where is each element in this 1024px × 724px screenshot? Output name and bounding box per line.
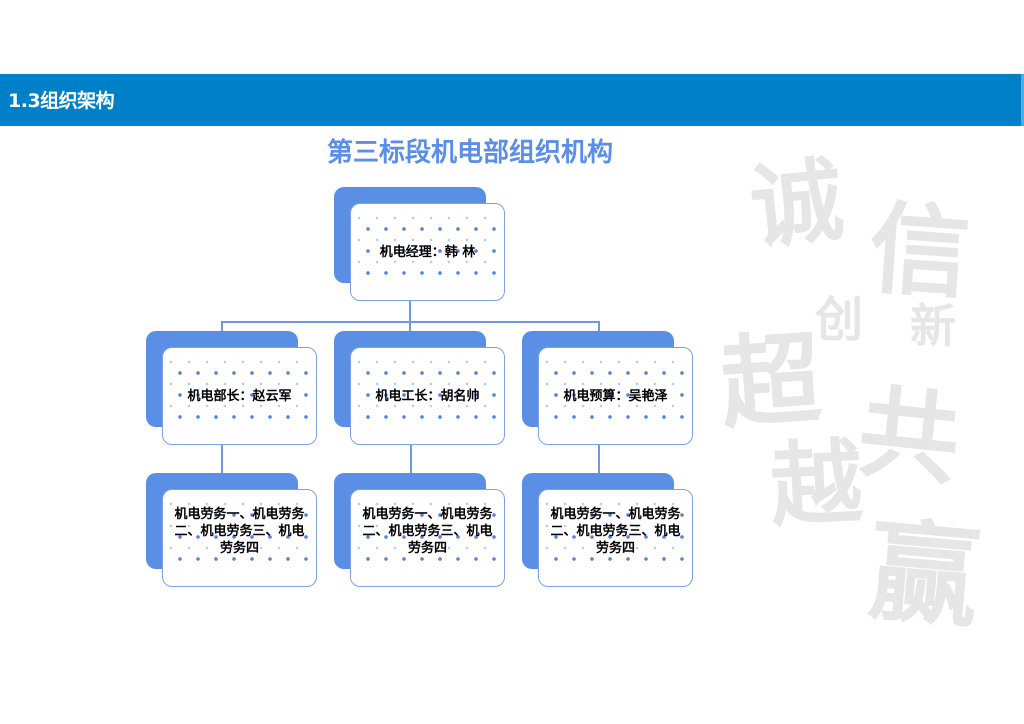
node-label: 机电部长：赵云军 [187, 388, 292, 404]
org-chart-title: 第三标段机电部组织机构 [326, 138, 613, 168]
connector-to-col2 [409, 321, 411, 333]
node-front-box: 机电工长：胡名帅 [350, 347, 505, 445]
section-header-bar: 1.3组织架构 [0, 74, 1024, 126]
watermark-char: 创 [815, 292, 864, 348]
node-front-box: 机电预算：吴艳泽 [538, 347, 693, 445]
node-label: 机电预算：吴艳泽 [563, 388, 668, 404]
watermark-char: 越 [767, 427, 866, 541]
connector-root-down [409, 300, 411, 322]
watermark-char: 新 [910, 299, 956, 353]
watermark-char: 诚 [745, 145, 849, 263]
dot-pattern [545, 354, 686, 422]
node-front-box: 机电劳务一、机电劳务二、机电劳务三、机电劳务四 [350, 489, 505, 587]
node-label: 机电工长：胡名帅 [375, 388, 480, 404]
node-front-box: 机电部长：赵云军 [162, 347, 317, 445]
dot-pattern [357, 354, 498, 422]
dot-pattern [169, 496, 310, 564]
dot-pattern [545, 496, 686, 564]
calligraphy-watermark: 诚 信 创 新 超 共 越 赢 [717, 130, 1010, 643]
watermark-char: 共 [853, 372, 966, 500]
node-label: 机电劳务一、机电劳务二、机电劳务三、机电劳务四 [174, 506, 305, 556]
node-front-box: 机电经理：韩 林 [350, 203, 505, 301]
dot-pattern [169, 354, 310, 422]
connector-to-col3 [598, 321, 600, 333]
node-front-box: 机电劳务一、机电劳务二、机电劳务三、机电劳务四 [162, 489, 317, 587]
node-label: 机电劳务一、机电劳务二、机电劳务三、机电劳务四 [550, 506, 681, 556]
node-label: 机电劳务一、机电劳务二、机电劳务三、机电劳务四 [362, 506, 493, 556]
connector-col1-down [221, 444, 223, 474]
dot-pattern [357, 210, 498, 278]
node-label: 机电经理：韩 林 [379, 244, 476, 260]
dot-pattern [357, 496, 498, 564]
connector-to-col1 [221, 321, 223, 333]
connector-col2-down [410, 444, 412, 474]
watermark-char: 赢 [863, 505, 985, 644]
section-title: 1.3组织架构 [8, 90, 115, 112]
connector-col3-down [598, 444, 600, 474]
node-front-box: 机电劳务一、机电劳务二、机电劳务三、机电劳务四 [538, 489, 693, 587]
